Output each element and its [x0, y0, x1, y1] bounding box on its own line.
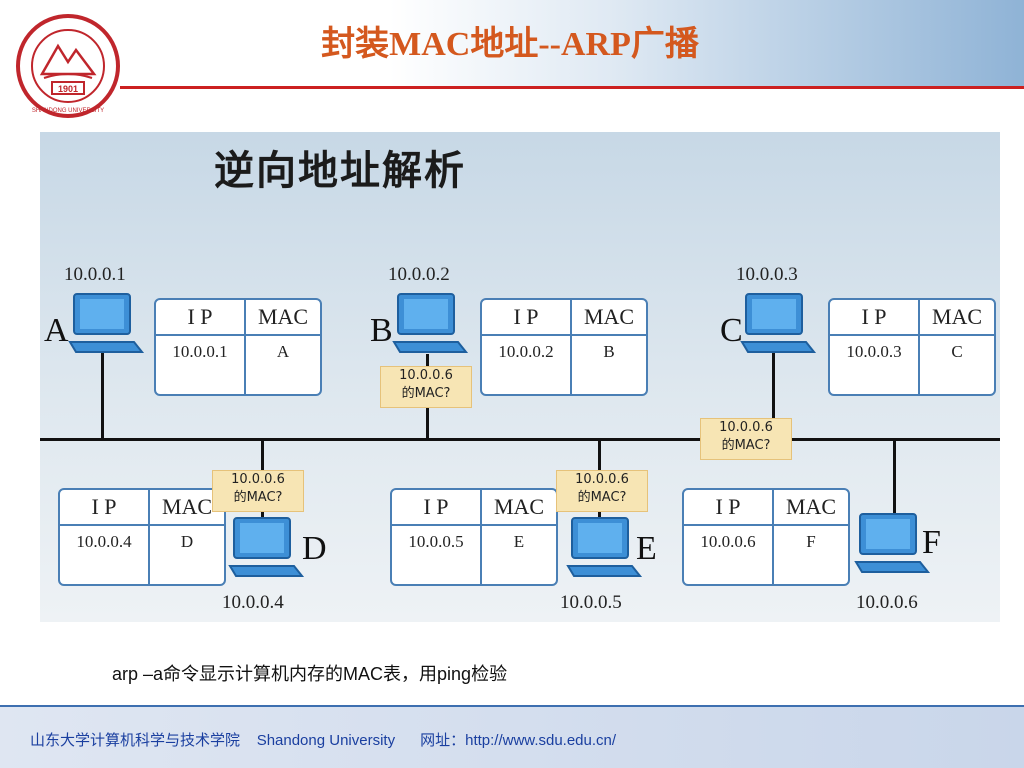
ip-header: I P [513, 304, 539, 329]
mac-header: MAC [161, 494, 213, 519]
link-c [772, 350, 775, 440]
node-c-letter: C [720, 312, 743, 349]
node-b-ip: 10.0.0.2 [388, 264, 450, 285]
footer-university: Shandong University [256, 732, 396, 749]
header-band [0, 0, 1024, 88]
header-rule [120, 86, 1024, 89]
node-d-letter: D [302, 530, 327, 567]
mac-cell: D [180, 532, 194, 551]
arp-table-b: I P MAC 10.0.0.2 B [480, 298, 648, 396]
node-b-letter: B [370, 312, 393, 349]
ip-cell: 10.0.0.2 [498, 342, 554, 361]
footer-rule [0, 705, 1024, 707]
slide-title: 封装MAC地址--ARP广播 [321, 26, 699, 63]
caption-text: arp –a命令显示计算机内存的MAC表，用ping检验 [112, 664, 508, 684]
ip-header: I P [861, 304, 887, 329]
mac-header: MAC [493, 494, 545, 519]
ip-header: I P [187, 304, 213, 329]
node-c-ip: 10.0.0.3 [736, 264, 798, 285]
network-bus [40, 438, 1000, 441]
ip-cell: 10.0.0.4 [76, 532, 132, 551]
footer-school: 山东大学计算机科学与技术学院 [30, 732, 241, 749]
node-e-ip: 10.0.0.5 [560, 592, 622, 613]
mac-cell: F [806, 532, 816, 551]
shandong-university-logo: 1901 SHANDONG UNIVERSITY [16, 14, 120, 118]
ip-cell: 10.0.0.3 [846, 342, 902, 361]
node-d-ip: 10.0.0.4 [222, 592, 284, 613]
ip-cell: 10.0.0.6 [700, 532, 756, 551]
node-a-letter: A [44, 312, 69, 349]
node-a-ip: 10.0.0.1 [64, 264, 126, 285]
arp-table-e: I P MAC 10.0.0.5 E [390, 488, 558, 586]
link-a [101, 350, 104, 440]
mac-header: MAC [257, 304, 309, 329]
mac-cell: A [276, 342, 290, 361]
link-f [893, 438, 896, 528]
mac-cell: E [513, 532, 525, 551]
svg-text:1901: 1901 [58, 84, 78, 94]
mac-header: MAC [931, 304, 983, 329]
ip-header: I P [91, 494, 117, 519]
computer-icon [740, 293, 817, 353]
computer-icon [68, 293, 145, 353]
node-f-ip: 10.0.0.6 [856, 592, 918, 613]
node-e-letter: E [636, 530, 657, 567]
arp-table-a: I P MAC 10.0.0.1 A [154, 298, 322, 396]
arp-table-c: I P MAC 10.0.0.3 C [828, 298, 996, 396]
arp-diagram: 逆向地址解析 10.0.0.1 A I P MAC 10.0.0.1 A 10.… [40, 132, 1000, 622]
ip-header: I P [715, 494, 741, 519]
computer-icon [566, 517, 643, 577]
ip-header: I P [423, 494, 449, 519]
mac-header: MAC [785, 494, 837, 519]
ip-cell: 10.0.0.5 [408, 532, 464, 551]
arp-table-d: I P MAC 10.0.0.4 D [58, 488, 226, 586]
footer-text: 山东大学计算机科学与技术学院 Shandong University 网址：ht… [30, 729, 616, 750]
arp-table-f: I P MAC 10.0.0.6 F [682, 488, 850, 586]
mac-cell: B [603, 342, 615, 361]
mac-header: MAC [583, 304, 635, 329]
diagram-title: 逆向地址解析 [214, 148, 466, 194]
computer-icon [392, 293, 469, 353]
svg-text:SHANDONG UNIVERSITY: SHANDONG UNIVERSITY [32, 108, 104, 114]
footer-band [0, 707, 1024, 768]
computer-icon [228, 517, 305, 577]
footer-url[interactable]: 网址：http://www.sdu.edu.cn/ [420, 732, 617, 749]
computer-icon [854, 513, 931, 573]
mac-cell: C [951, 342, 963, 361]
node-f-letter: F [922, 524, 941, 561]
ip-cell: 10.0.0.1 [172, 342, 228, 361]
